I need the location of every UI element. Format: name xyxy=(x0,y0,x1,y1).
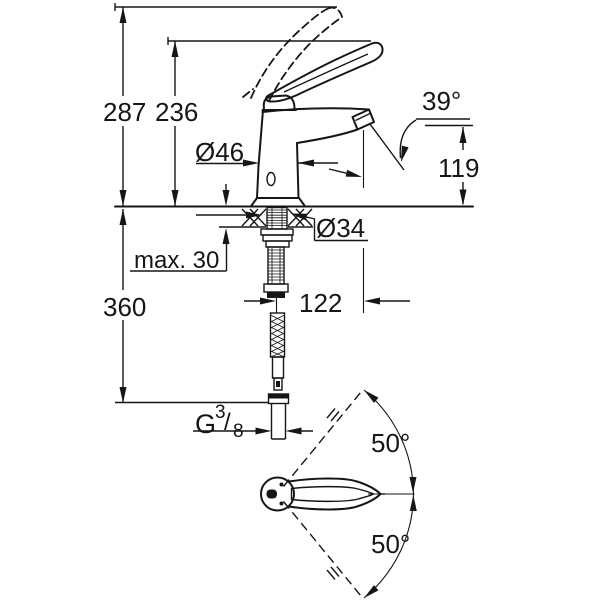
lever-swing-ray-lower xyxy=(282,501,362,597)
ray-tick-marks xyxy=(326,408,340,580)
faucet-side-view xyxy=(242,6,384,207)
thread-denominator: 8 xyxy=(233,421,244,442)
dim-swing-upper-label: 50° xyxy=(371,428,410,458)
dim-total-height-label: 287 xyxy=(103,97,146,127)
thread-numerator: 3 xyxy=(215,402,226,423)
threaded-shank xyxy=(266,206,288,230)
dim-supply-length-label: 360 xyxy=(103,292,146,322)
dim-spout-angle-label: 39° xyxy=(422,86,461,116)
thread-g: G xyxy=(195,409,216,439)
water-jet-line xyxy=(369,123,405,171)
dim-shank-diameter-label: Ø34 xyxy=(316,213,365,243)
dim-swing-lower-label: 50° xyxy=(371,529,410,559)
mounting-nut xyxy=(260,228,294,248)
dimension-labels: 287 236 Ø46 39° 119 Ø34 max. 30 360 122 … xyxy=(103,86,479,559)
lever-knob-top xyxy=(260,476,295,512)
knob-dot-lower xyxy=(279,501,284,506)
knob-slot xyxy=(266,489,277,499)
below-deck-assembly xyxy=(219,206,313,440)
body-and-spout-outline xyxy=(250,107,375,207)
cartridge-cap-outline xyxy=(262,94,296,110)
threaded-rod xyxy=(263,246,289,298)
dim-lever-height-label: 236 xyxy=(155,97,198,127)
g38-connector xyxy=(267,393,290,440)
dim-spout-projection-label: 122 xyxy=(299,288,342,318)
dim-body-diameter-label: Ø46 xyxy=(195,137,244,167)
swing-arc xyxy=(363,389,415,599)
dim-thread-label: G 3 / 8 xyxy=(195,402,244,442)
lever-raised-dashed-outline xyxy=(242,6,343,102)
dimension-lines xyxy=(114,3,474,435)
dim-deck-thickness-label: max. 30 xyxy=(134,247,219,274)
knob-dot-upper xyxy=(279,482,284,487)
lever-swing-ray-upper xyxy=(282,391,362,487)
dim-outlet-height-label: 119 xyxy=(438,153,479,183)
thread-slash: / xyxy=(224,409,231,436)
lever-handle-outline xyxy=(265,41,384,103)
lever-top-view xyxy=(260,389,417,599)
braided-hose xyxy=(269,312,286,391)
